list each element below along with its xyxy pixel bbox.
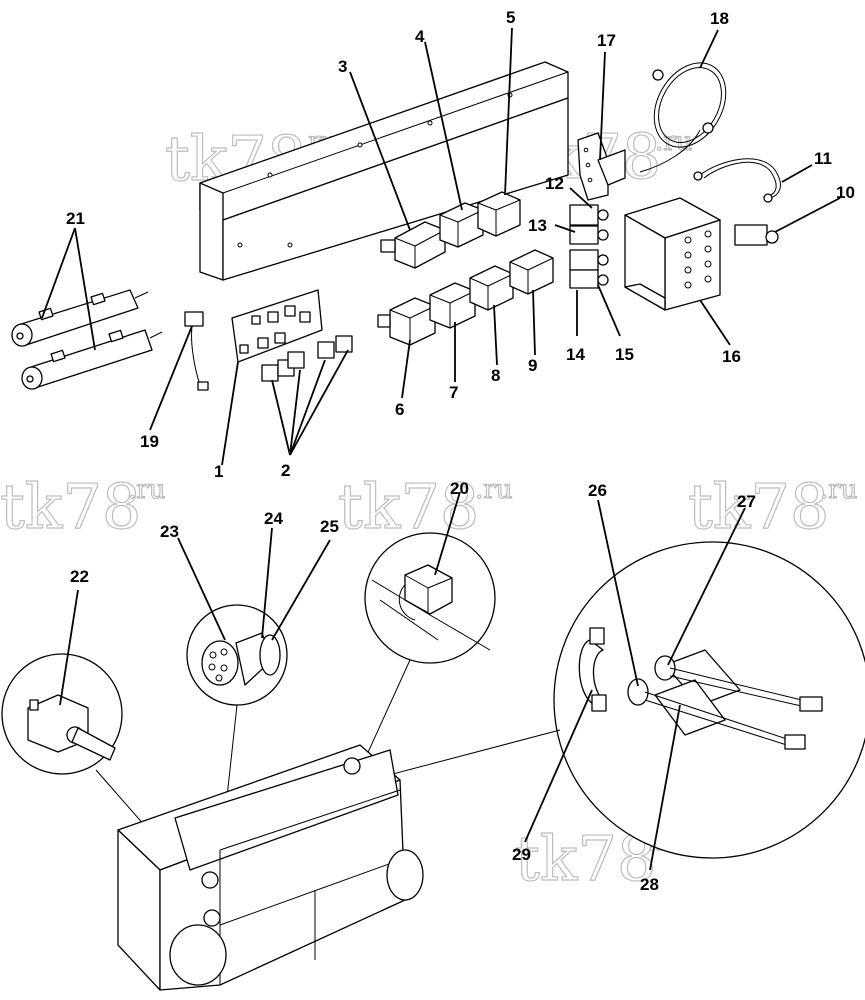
- breaker-14: [569, 249, 609, 271]
- callout-4: 4: [415, 27, 425, 46]
- callout-10: 10: [836, 183, 855, 202]
- detail-circle-harness: [553, 541, 865, 859]
- callout-6: 6: [395, 400, 404, 419]
- watermark-suffix: .ru: [820, 475, 857, 505]
- callout-11: 11: [814, 149, 832, 168]
- callout-9: 9: [528, 356, 537, 375]
- watermark-mid-center: tk78 .ru: [337, 469, 513, 543]
- callout-labels: 1 2 3 4 5 6 7 8 9 10 11 12 13 14 15 16 1…: [66, 8, 855, 894]
- leader-lines: [41, 27, 841, 871]
- callout-29: 29: [512, 845, 531, 864]
- callout-16: 16: [722, 347, 741, 366]
- resistor-21a: [11, 289, 149, 347]
- callout-24: 24: [264, 509, 283, 528]
- watermark-text: tk78: [0, 470, 141, 543]
- breaker-15: [569, 269, 609, 289]
- breaker-13: [569, 225, 609, 245]
- callout-21: 21: [66, 209, 85, 228]
- callout-26: 26: [588, 481, 607, 500]
- callout-12: 12: [545, 174, 564, 193]
- breaker-12: [569, 204, 609, 226]
- callout-20: 20: [450, 479, 469, 498]
- resistor-21b: [21, 329, 163, 390]
- relay-7: [429, 282, 476, 329]
- small-relays-2: [261, 335, 353, 382]
- callout-3: 3: [338, 57, 347, 76]
- mounting-rail: [199, 61, 569, 281]
- callout-13: 13: [528, 216, 547, 235]
- callout-2: 2: [281, 461, 290, 480]
- callout-27: 27: [737, 492, 756, 511]
- callout-7: 7: [449, 383, 458, 402]
- callout-1: 1: [214, 462, 223, 481]
- callout-14: 14: [566, 345, 585, 364]
- callout-5: 5: [506, 8, 515, 27]
- detail-circle-22: [1, 653, 123, 775]
- circuit-board-1: [231, 289, 323, 363]
- callout-19: 19: [140, 432, 159, 451]
- main-control-box: [117, 744, 424, 991]
- relay-8: [469, 265, 514, 311]
- cable-11: [693, 158, 781, 203]
- watermark-mid-left: tk78 .ru: [0, 469, 166, 543]
- watermark-text: tk78: [688, 470, 829, 543]
- detail-circle-20: [364, 532, 496, 664]
- box-bracket-16: [624, 197, 721, 311]
- watermark-text: tk78: [338, 470, 479, 543]
- relay-4: [439, 202, 484, 248]
- sensor-19: [184, 311, 209, 391]
- watermark-suffix: .ru: [475, 475, 512, 505]
- watermark-mid-right: tk78 .ru: [687, 469, 858, 543]
- callout-25: 25: [320, 517, 339, 536]
- callout-15: 15: [615, 345, 634, 364]
- callout-18: 18: [710, 9, 729, 28]
- relay-5: [477, 191, 521, 237]
- callout-17: 17: [597, 31, 616, 50]
- relay-6: [377, 297, 436, 346]
- relay-9: [509, 249, 554, 295]
- harness-18: [639, 62, 727, 173]
- switch-10: [734, 224, 779, 246]
- callout-23: 23: [160, 522, 179, 541]
- callout-22: 22: [70, 567, 89, 586]
- watermark-suffix: .ru: [128, 475, 165, 505]
- callout-8: 8: [491, 366, 500, 385]
- callout-28: 28: [640, 875, 659, 894]
- detail-circle-connector: [186, 604, 288, 706]
